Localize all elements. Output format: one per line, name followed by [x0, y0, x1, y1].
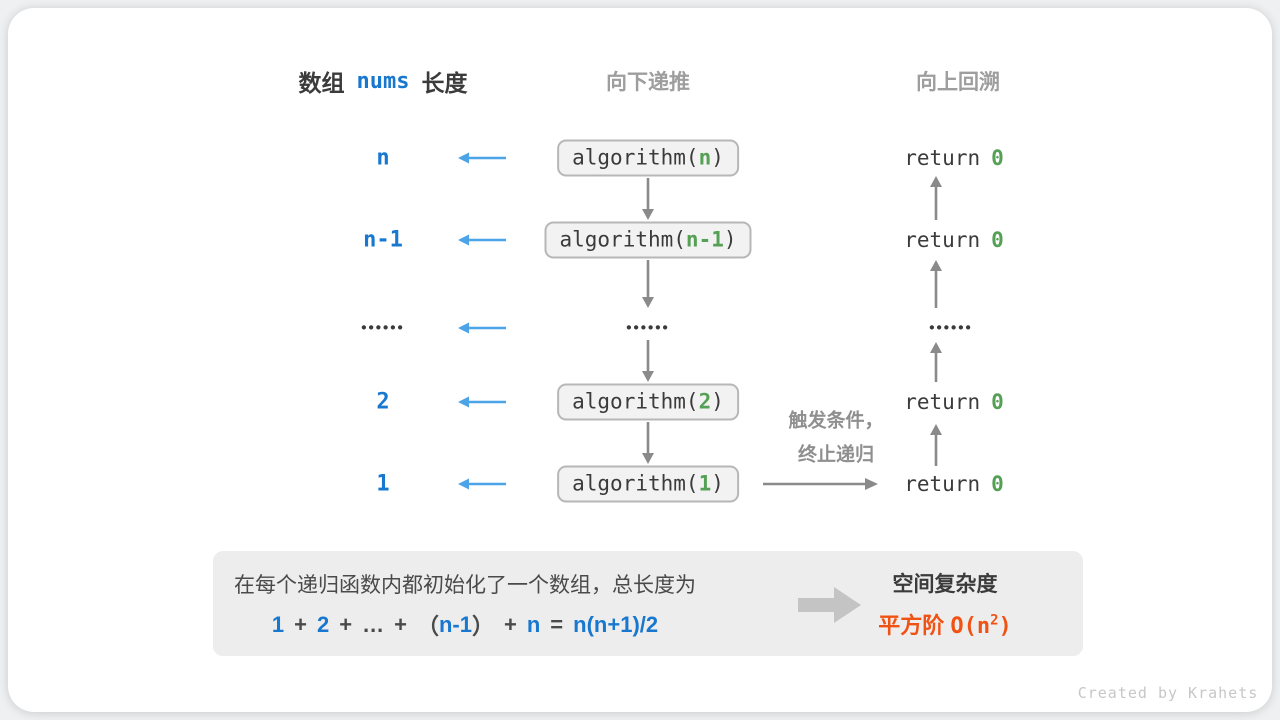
- return-statement: return 0: [904, 146, 1004, 170]
- call-close: ): [711, 145, 724, 170]
- left-arrow-icon: [458, 478, 506, 490]
- call-open: algorithm(: [559, 227, 686, 252]
- complexity-title: 空间复杂度: [892, 573, 998, 596]
- summary-formula: 1 +2 + … + （n-1） + n = n(n+1)/2: [267, 609, 663, 641]
- backtrack-up-arrow-icon: [930, 176, 942, 220]
- complexity-order-text: 平方阶: [878, 613, 951, 638]
- call-arg: n: [698, 145, 712, 170]
- algorithm-call-box-2: algorithm(2): [557, 383, 739, 421]
- formula-term: n: [526, 612, 541, 637]
- left-arrow-icon: [458, 152, 506, 164]
- call-arg: 2: [698, 389, 712, 414]
- base-case-arrow-icon: [763, 478, 878, 490]
- backtrack-up-arrow-icon: [930, 424, 942, 466]
- length-label-n: n: [376, 145, 390, 171]
- formula-op: +: [294, 612, 307, 637]
- credit-text: Created by Krahets: [1077, 684, 1259, 702]
- formula-result: n(n+1)/2: [573, 612, 659, 637]
- call-close: ): [723, 227, 737, 252]
- header-array-text: 数组: [298, 70, 345, 96]
- call-close: ): [711, 389, 724, 414]
- formula-op: +: [503, 612, 517, 637]
- formula-term: n-1: [438, 612, 472, 637]
- algorithm-call-box-n-1: algorithm(n-1): [544, 221, 752, 259]
- summary-panel: [213, 551, 1083, 656]
- return-value: 0: [991, 228, 1004, 252]
- formula-op: =: [550, 612, 564, 637]
- return-statement: return 0: [904, 472, 1004, 496]
- recurse-down-arrow-icon: [642, 260, 654, 308]
- return-keyword: return: [904, 146, 981, 170]
- formula-paren: （: [416, 614, 439, 639]
- formula-op: +: [394, 612, 407, 637]
- big-o-notation: O(n2): [950, 612, 1012, 639]
- ellipsis-left: ••••••: [361, 319, 405, 337]
- length-label-2: 2: [376, 389, 390, 415]
- header-length-text: 长度: [421, 70, 468, 96]
- recurse-down-arrow-icon: [642, 178, 654, 220]
- left-arrow-icon: [458, 234, 506, 246]
- formula-ellipsis: …: [362, 612, 385, 637]
- trigger-condition-line2: 终止递归: [797, 444, 875, 466]
- return-keyword: return: [904, 228, 981, 252]
- formula-op: +: [339, 612, 353, 637]
- return-value: 0: [991, 472, 1004, 496]
- length-label-1: 1: [376, 471, 390, 497]
- call-open: algorithm(: [572, 389, 699, 414]
- algorithm-call-box-n: algorithm(n): [557, 139, 739, 177]
- left-arrow-icon: [458, 322, 506, 334]
- return-statement: return 0: [904, 228, 1004, 252]
- recurse-down-arrow-icon: [642, 340, 654, 382]
- call-close: ): [711, 471, 724, 496]
- length-label-n-1: n-1: [363, 227, 403, 253]
- implies-block-arrow-icon: [798, 587, 861, 623]
- formula-term: 1: [271, 612, 285, 637]
- header-nums-code: nums: [356, 68, 410, 94]
- call-arg: n-1: [685, 227, 724, 252]
- trigger-condition-line1: 触发条件，: [788, 410, 884, 432]
- return-statement: return 0: [904, 390, 1004, 414]
- call-arg: 1: [698, 471, 712, 496]
- column-header-recurse-down: 向下递推: [606, 71, 690, 94]
- formula-term: 2: [316, 612, 330, 637]
- backtrack-up-arrow-icon: [930, 260, 942, 308]
- call-open: algorithm(: [572, 145, 699, 170]
- return-value: 0: [991, 390, 1004, 414]
- complexity-value: 平方阶 O(n2): [878, 608, 1012, 640]
- return-value: 0: [991, 146, 1004, 170]
- recurse-down-arrow-icon: [642, 422, 654, 464]
- left-arrow-icon: [458, 396, 506, 408]
- return-keyword: return: [904, 472, 981, 496]
- call-open: algorithm(: [572, 471, 699, 496]
- column-header-backtrack-up: 向上回溯: [916, 71, 1000, 94]
- column-header-array-length: 数组 nums 长度: [299, 64, 468, 98]
- ellipsis-right: ••••••: [929, 319, 973, 337]
- summary-description: 在每个递归函数内都初始化了一个数组，总长度为: [234, 574, 696, 597]
- formula-paren: ）: [471, 614, 494, 639]
- return-keyword: return: [904, 390, 981, 414]
- algorithm-call-box-1: algorithm(1): [557, 465, 739, 503]
- ellipsis-middle: ••••••: [626, 319, 670, 337]
- backtrack-up-arrow-icon: [930, 342, 942, 382]
